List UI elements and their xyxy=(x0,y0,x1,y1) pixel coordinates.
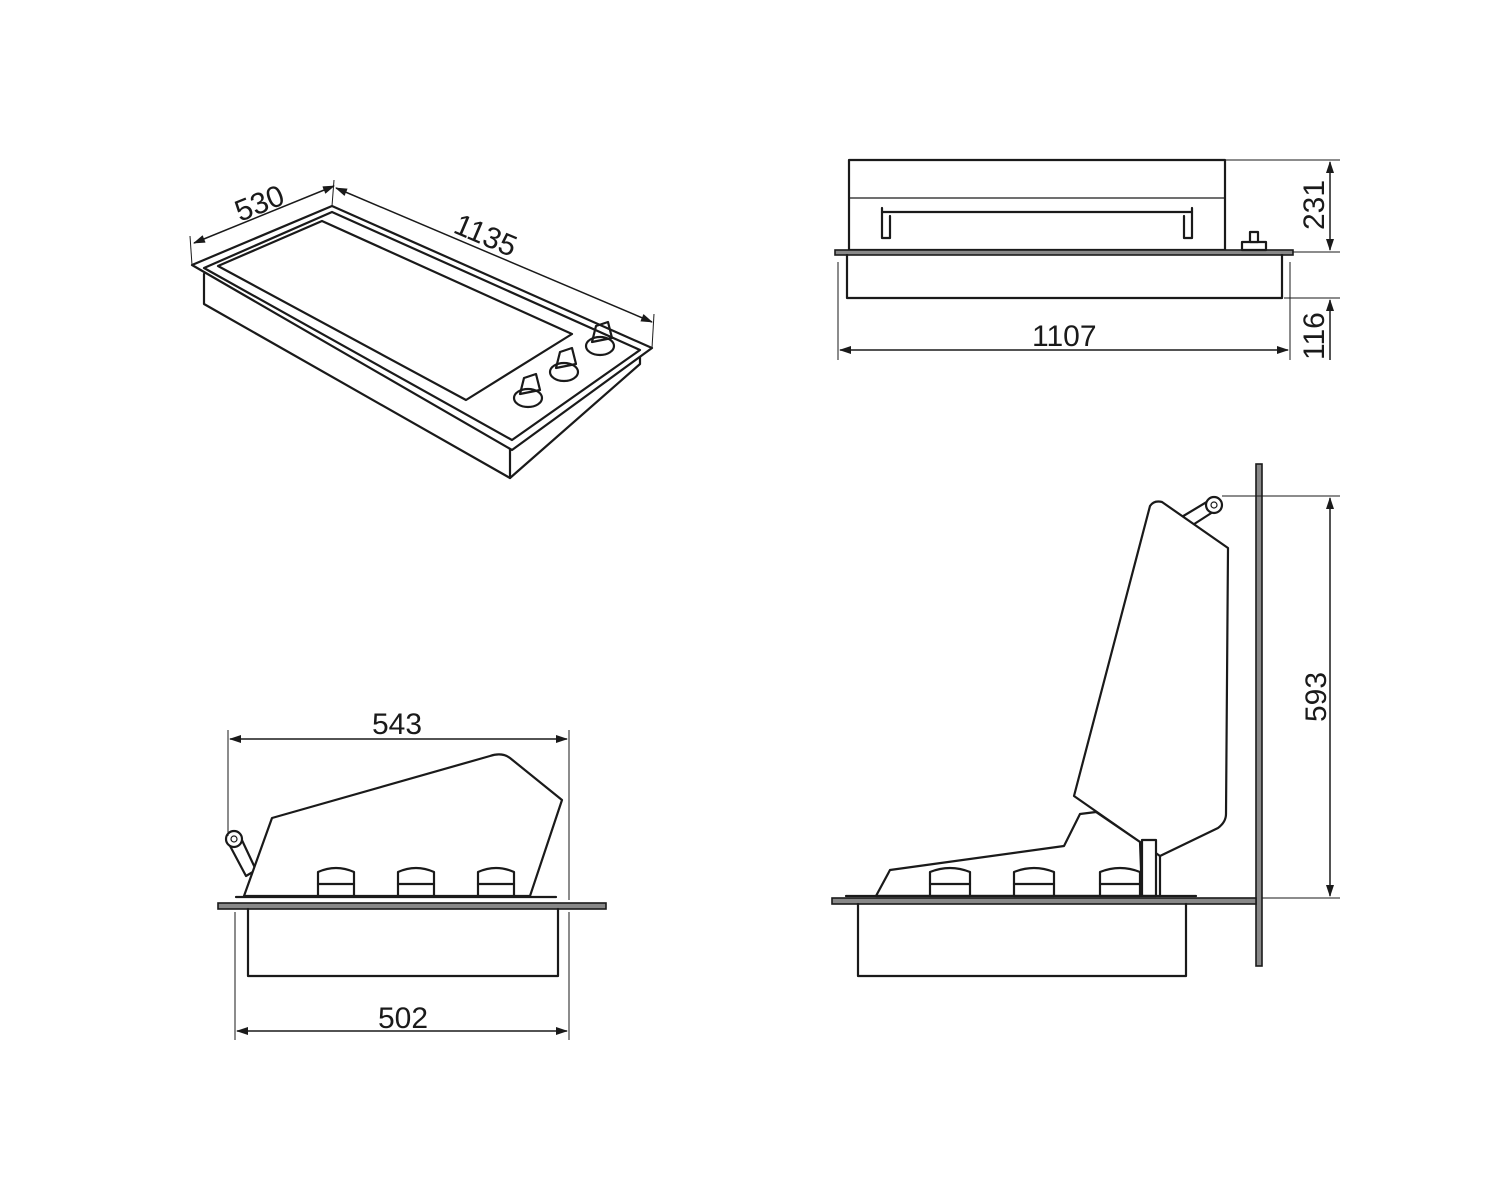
front-view: 231 116 1107 xyxy=(834,158,1340,360)
dimension-label: 543 xyxy=(372,708,422,741)
dimension-label: 116 xyxy=(1298,312,1331,360)
side-view-closed: 543 502 xyxy=(217,708,607,1040)
dimension-label: 502 xyxy=(378,1002,428,1035)
dimension-label: 231 xyxy=(1298,180,1331,230)
side-view-open: 593 xyxy=(831,463,1340,978)
knob-icon xyxy=(1240,230,1268,252)
hinge-icon xyxy=(224,829,258,878)
dimension-label: 593 xyxy=(1300,672,1333,722)
dimension-label: 1107 xyxy=(1032,320,1097,353)
dimension-label: 1135 xyxy=(449,208,521,264)
knob-icon xyxy=(512,372,544,409)
isometric-view: 530 1135 xyxy=(189,179,655,480)
dimension-label: 530 xyxy=(230,179,289,228)
knob-icon xyxy=(548,346,580,383)
